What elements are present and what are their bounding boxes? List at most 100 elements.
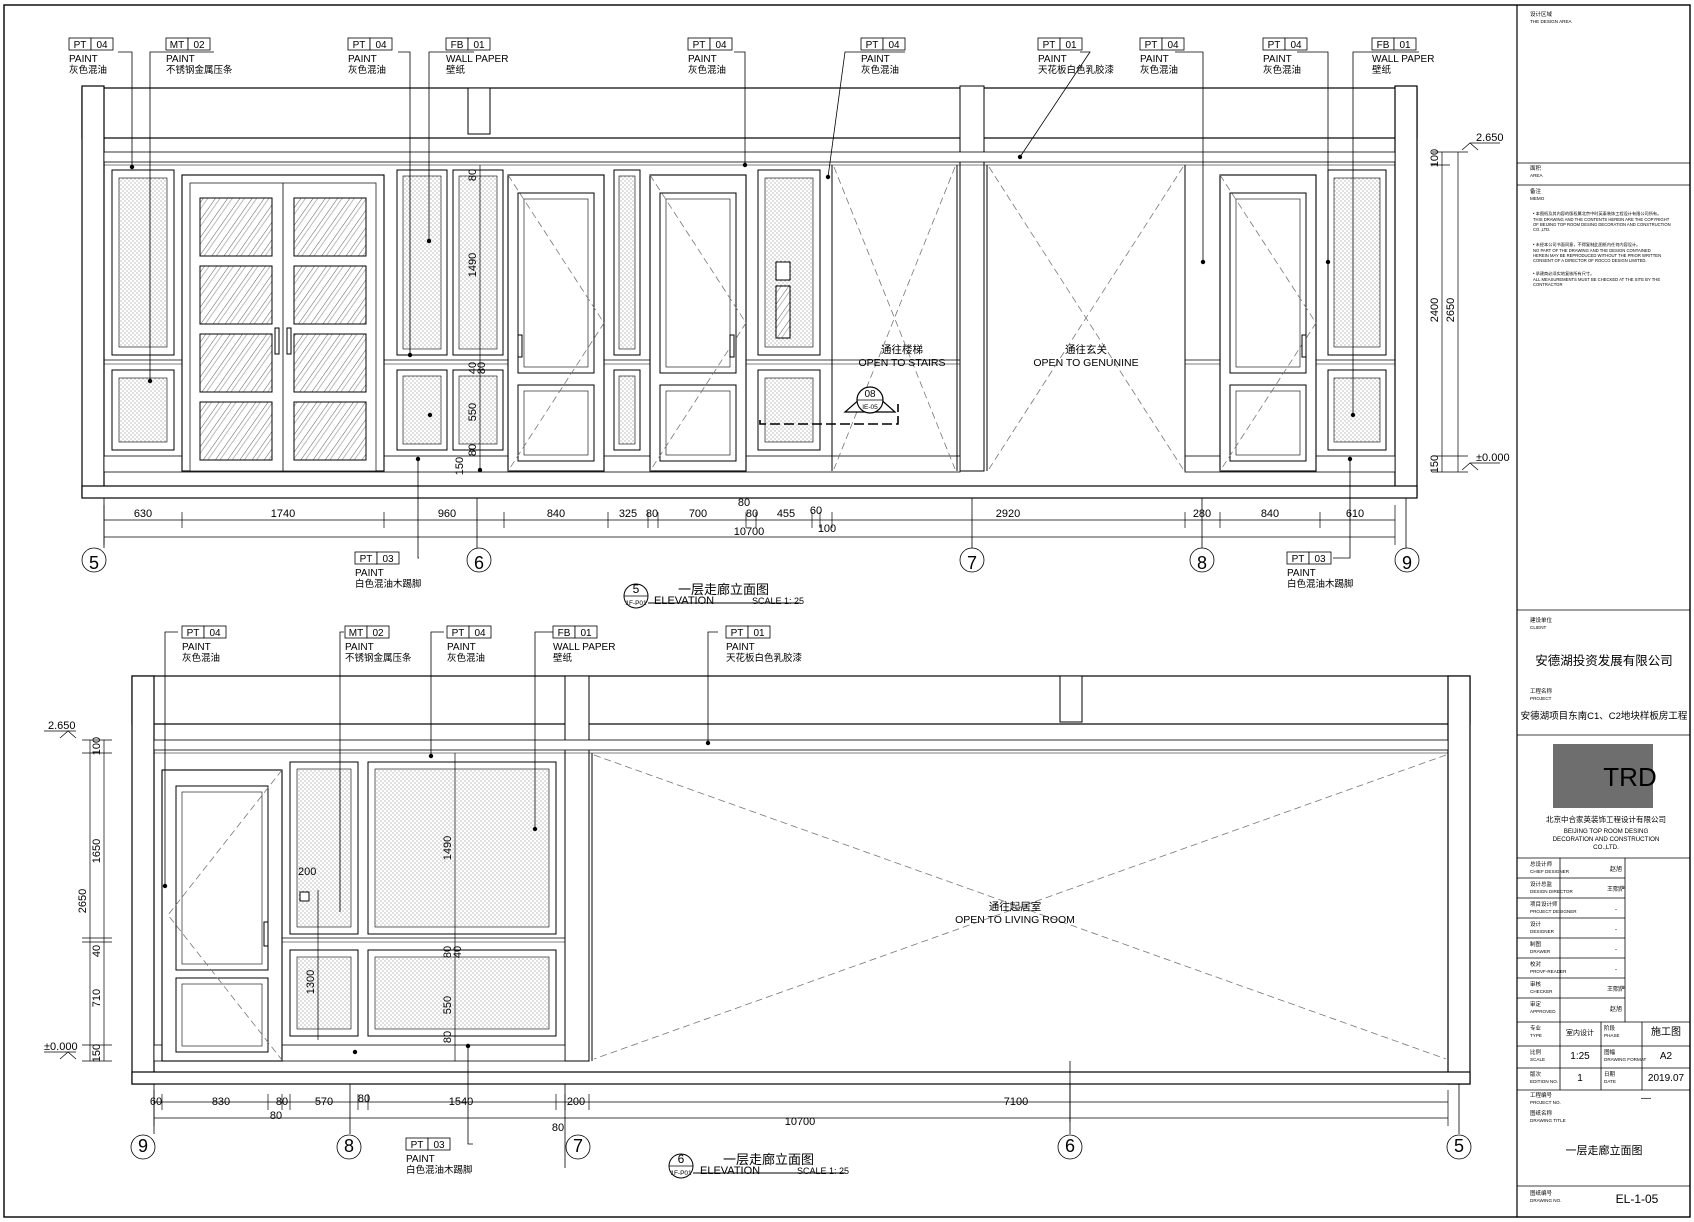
vertical-dimension: 80 xyxy=(442,946,454,958)
material-description: 灰色混油 xyxy=(182,652,220,664)
role-signature: - xyxy=(1615,947,1617,953)
material-description: 天花板白色乳胶漆 xyxy=(726,652,803,664)
tb-label: 专业 xyxy=(1530,1024,1542,1032)
axis-label: 7 xyxy=(967,553,977,573)
opening-label: OPEN TO LIVING ROOM xyxy=(955,914,1075,926)
vertical-dimension: 80 xyxy=(467,169,479,181)
tb-value: 1:25 xyxy=(1570,1051,1590,1062)
tb-label: 备注 xyxy=(1530,187,1542,195)
material-number: 02 xyxy=(193,40,205,51)
dimension-label: 60 xyxy=(150,1096,162,1108)
material-label: PAINT xyxy=(1140,54,1169,65)
dimension-label: 80 xyxy=(738,497,750,509)
dimension-label: 80 xyxy=(646,508,658,520)
role-signature: 王熙萨 xyxy=(1607,885,1625,893)
dimension-label: 455 xyxy=(777,508,795,520)
vertical-dimension: 2650 xyxy=(1445,298,1457,322)
elevation-6 xyxy=(44,631,1472,1179)
role-signature: 赵旭 xyxy=(1610,1005,1622,1013)
dimension-label: 1740 xyxy=(271,508,295,520)
tb-label: 建设单位 xyxy=(1530,616,1553,624)
title-block xyxy=(1517,162,1690,1187)
memo-line: • 本图纸及其内容的版权属北京中时英泰装饰工程设计有限公司所有。 xyxy=(1533,210,1661,217)
vertical-dimension: 550 xyxy=(442,996,454,1014)
memo-line: CONSENT OF A DIRECTOR OF ROCCO DESIGN LI… xyxy=(1533,258,1647,263)
material-label: PAINT xyxy=(345,642,374,653)
material-number: 03 xyxy=(382,554,394,565)
tb-value: 2019.07 xyxy=(1648,1073,1685,1084)
material-description: 白色混油木踢脚 xyxy=(1287,578,1354,590)
dimension-label: 570 xyxy=(315,1096,333,1108)
dimension-label: 280 xyxy=(1193,508,1211,520)
tb-label: 版次 xyxy=(1530,1070,1542,1078)
axis-label: 6 xyxy=(1065,1136,1075,1156)
tb-label: PROJECT xyxy=(1530,696,1552,701)
material-number: 01 xyxy=(580,628,592,639)
dimension-label: 80 xyxy=(270,1110,282,1122)
material-description: 灰色混油 xyxy=(348,64,386,76)
role-signature: - xyxy=(1615,927,1617,933)
material-label: PAINT xyxy=(726,642,755,653)
vertical-dimension: 200 xyxy=(298,866,316,878)
vertical-dimension: 150 xyxy=(1429,455,1441,473)
client-name: 安德湖投资发展有限公司 xyxy=(1535,653,1673,668)
dimension-label: 80 xyxy=(552,1122,564,1134)
tb-label: PROJECT NO. xyxy=(1530,1100,1561,1105)
opening-label-cn: 通往楼梯 xyxy=(881,343,923,356)
dimension-label: 80 xyxy=(746,508,758,520)
role-signature: - xyxy=(1615,967,1617,973)
material-code: PT xyxy=(74,40,87,51)
vertical-dimension: 1650 xyxy=(91,839,103,863)
tb-label: SCALE xyxy=(1530,1057,1545,1062)
material-number: 01 xyxy=(1399,40,1411,51)
dimension-label: 840 xyxy=(1261,508,1279,520)
tb-label: 图幅 xyxy=(1604,1048,1616,1056)
vertical-dimension: 1300 xyxy=(305,970,317,994)
material-description: 灰色混油 xyxy=(1140,64,1178,76)
vertical-dimension: 80 xyxy=(476,362,488,374)
tb-label: 图纸名称 xyxy=(1530,1109,1553,1117)
tb-label: DRAWING NO. xyxy=(1530,1198,1561,1203)
role-label: DESIGNER xyxy=(1530,929,1555,934)
dimension-label: 80 xyxy=(358,1093,370,1105)
vertical-dimension: 80 xyxy=(442,1031,454,1043)
role-signature: 王熙萨 xyxy=(1607,985,1625,993)
material-label: PAINT xyxy=(1287,568,1316,579)
axis-label: 9 xyxy=(1402,553,1412,573)
tb-label: 比例 xyxy=(1530,1048,1542,1056)
material-number: 04 xyxy=(375,40,387,51)
material-code: FB xyxy=(558,628,571,639)
role-label: 设计 xyxy=(1530,920,1542,928)
dimension-label: 80 xyxy=(276,1096,288,1108)
axis-label: 6 xyxy=(474,553,484,573)
memo-line: NO PART OF THE DRAWING AND THE DESIGN CO… xyxy=(1533,248,1651,253)
dimension-label: 960 xyxy=(438,508,456,520)
opening-label-cn: 通往玄关 xyxy=(1065,343,1107,356)
material-number: 04 xyxy=(888,40,900,51)
vertical-dimension: 710 xyxy=(91,989,103,1007)
elevation-sheet-ref: 1F-P01 xyxy=(670,1170,692,1177)
tb-label: MEMO xyxy=(1530,196,1545,201)
material-label: PAINT xyxy=(688,54,717,65)
level-mark: ±0.000 xyxy=(44,1041,78,1053)
vertical-dimension: 40 xyxy=(452,946,464,958)
tag-box xyxy=(709,37,733,51)
memo-line: • 未经本公司书面同意，不得复制此图纸内任何内容设计。 xyxy=(1533,241,1640,248)
axis-label: 5 xyxy=(89,553,99,573)
tb-label: EDITION NO. xyxy=(1530,1079,1558,1084)
elevation-title: 一层走廊立面图 xyxy=(678,582,769,597)
dimension-label: 700 xyxy=(689,508,707,520)
role-label: 设计总监 xyxy=(1530,880,1553,888)
material-label: PAINT xyxy=(166,54,195,65)
vertical-dimension: 2650 xyxy=(77,889,89,913)
tag-box xyxy=(574,625,598,639)
role-label: 审核 xyxy=(1530,980,1542,988)
material-number: 03 xyxy=(433,1140,445,1151)
tag-box xyxy=(747,625,771,639)
axis-label: 7 xyxy=(573,1136,583,1156)
memo-line: OF BEIJING TOP ROOM DESING DECORATION AN… xyxy=(1533,222,1671,227)
level-mark: 2.650 xyxy=(1476,132,1504,144)
vertical-dimension: 1490 xyxy=(442,836,454,860)
tag-box xyxy=(468,625,492,639)
